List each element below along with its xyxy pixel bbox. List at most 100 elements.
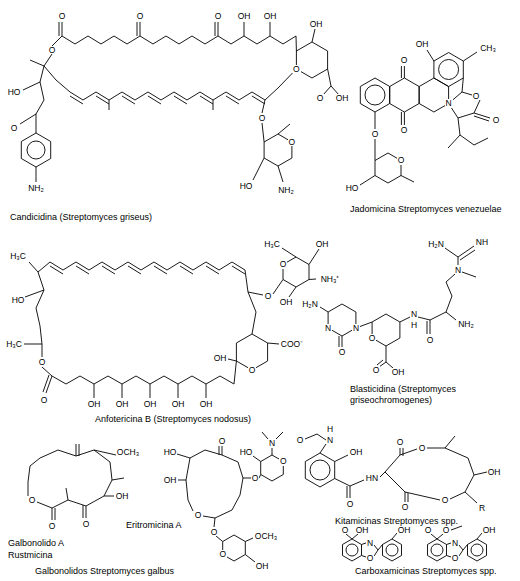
atom-label: H₃C — [5, 340, 23, 349]
atom-label: OH — [279, 298, 294, 307]
caption: Eritromicina A — [126, 520, 182, 531]
atom-label: NH — [475, 238, 489, 247]
atom-label: OH — [349, 448, 364, 457]
atom-label: O — [58, 12, 67, 21]
atom-label: O — [258, 114, 267, 123]
atom-label: OH — [487, 468, 502, 477]
atom-label: HO — [7, 88, 22, 97]
caption: Rustmicina — [8, 550, 53, 561]
atom-label: O — [296, 436, 305, 445]
atom-label: HO — [239, 448, 254, 457]
atom-label: HO — [11, 296, 26, 305]
atom-label: OH — [263, 12, 278, 21]
atom-label: OH — [213, 354, 228, 363]
atom-label: O — [472, 92, 481, 101]
atom-label: O — [400, 126, 409, 135]
atom-label: OH — [115, 400, 130, 409]
atom-label: O — [279, 260, 288, 269]
atom-label: O — [442, 526, 451, 535]
atom-label: H₂N — [301, 300, 319, 309]
atom-label: O — [451, 554, 460, 563]
atom-label: NH₃⁺ — [320, 275, 341, 284]
atom-label: OH — [335, 94, 350, 103]
atom-label: O — [401, 503, 410, 512]
atom-label: OCH₃ — [116, 448, 140, 457]
kitamycin-structure — [305, 434, 487, 503]
atom-label: HO — [345, 184, 360, 193]
atom-label: O — [426, 336, 435, 345]
atom-label: O — [424, 526, 433, 535]
atom-label: OH — [355, 526, 370, 535]
atom-label: O — [194, 511, 203, 520]
caption: Blasticidina (Streptomyces griseochromog… — [350, 384, 500, 406]
atom-label: N — [352, 324, 360, 333]
atom-label: O — [214, 12, 223, 21]
atom-label: NH₂ — [457, 320, 475, 329]
atom-label: O — [346, 500, 355, 509]
galbonolide-structure — [28, 444, 124, 520]
atom-label: O — [441, 496, 450, 505]
atom-label: HO — [239, 182, 254, 191]
atom-label: O — [279, 457, 288, 466]
atom-label: OH — [415, 40, 430, 49]
atom-label: N — [326, 436, 334, 445]
atom-label: OH — [397, 526, 412, 535]
caption: Carboxamicinas Streptomyces spp. — [355, 566, 497, 577]
atom-label: OH — [482, 526, 497, 535]
erythromycin-structure — [177, 432, 283, 562]
atom-label: H — [410, 321, 418, 330]
caption: Anfotericina B (Streptomyces nodosus) — [95, 414, 251, 425]
atom-label: O — [251, 474, 260, 483]
carboxamycin-structure — [343, 526, 487, 561]
atom-label: O — [48, 522, 57, 531]
atom-label: OH — [255, 562, 270, 571]
atom-label: N — [445, 99, 453, 108]
atom-label: OH — [315, 240, 330, 249]
atom-label: O — [210, 528, 219, 537]
atom-label: CH₃ — [479, 44, 497, 53]
atom-label: O — [248, 366, 257, 375]
atom-label: O — [316, 94, 325, 103]
atom-label: COO⁻ — [280, 340, 304, 349]
atom-label: NH₂ — [27, 184, 45, 193]
atom-label: O — [218, 550, 227, 559]
atom-label: OH — [87, 400, 102, 409]
amphotericin-structure — [24, 248, 319, 398]
atom-label: OH — [309, 20, 324, 29]
atom-label: OH — [391, 368, 406, 377]
atom-label: OH — [115, 492, 130, 501]
atom-label: O — [418, 444, 427, 453]
atom-label: O — [492, 116, 501, 125]
atom-label: O — [28, 496, 37, 505]
atom-label: O — [338, 348, 347, 357]
blasticidin-structure — [320, 246, 476, 368]
atom-label: H₃C — [263, 240, 281, 249]
atom-label: O — [218, 437, 227, 446]
atom-label: H — [326, 425, 334, 434]
candicidin-structure — [20, 22, 339, 182]
atom-label: O — [38, 358, 47, 367]
atom-label: O — [368, 334, 377, 343]
atom-label: OCH₃ — [254, 532, 278, 541]
atom-label: N — [454, 266, 462, 275]
atom-label: O — [366, 554, 375, 563]
jadomycin-structure — [360, 50, 490, 185]
atom-label: O — [82, 520, 91, 529]
atom-label: O — [40, 396, 49, 405]
atom-label: H₂N — [427, 240, 445, 249]
atom-label: HO — [163, 448, 178, 457]
atom-label: N — [451, 539, 459, 548]
atom-label: HN — [365, 474, 379, 483]
atom-label: H₃C — [9, 252, 27, 261]
atom-label: OH — [171, 400, 186, 409]
atom-label: OH — [237, 12, 252, 21]
atom-label: O — [400, 56, 409, 65]
atom-label: O — [264, 292, 273, 301]
atom-label: NH₂ — [277, 186, 295, 195]
atom-label: N — [410, 310, 418, 319]
atom-label: O — [341, 526, 350, 535]
atom-label: O — [288, 138, 297, 147]
atom-label: N — [366, 539, 374, 548]
